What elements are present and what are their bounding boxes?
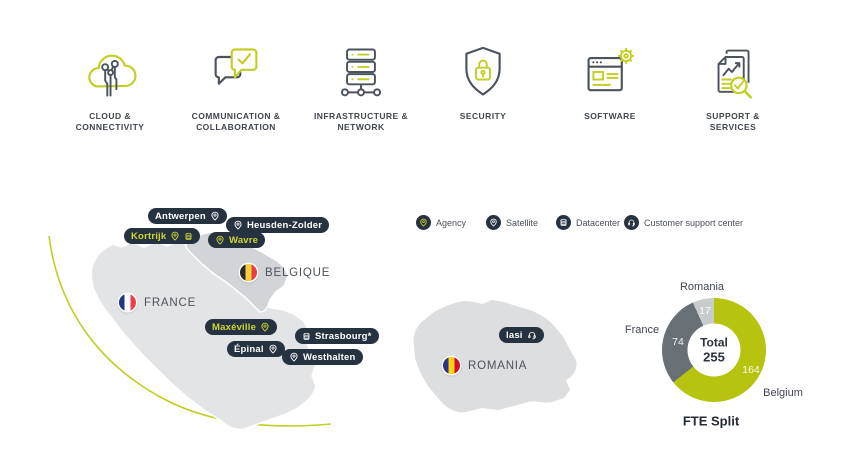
location-pill-wavre: Wavre <box>208 232 266 248</box>
pin-icon <box>290 352 298 362</box>
location-pill-epinal: Épinal <box>227 341 285 357</box>
location-name: Heusden-Zolder <box>247 219 323 231</box>
service-label: SUPPORT & SERVICES <box>706 111 760 132</box>
slice-value-france: 74 <box>672 336 684 348</box>
pin-icon <box>171 231 179 241</box>
slice-value-romania: 17 <box>699 305 711 317</box>
legend-item-customer-support: Customer support center <box>624 215 743 230</box>
slice-value-belgium: 164 <box>742 364 760 376</box>
service-label: COMMUNICATION & COLLABORATION <box>191 111 281 132</box>
country-tag-france: FRANCE <box>119 294 196 311</box>
country-name: FRANCE <box>144 296 197 309</box>
legend-label: Satellite <box>506 217 539 228</box>
legend-label: Datacenter <box>576 217 621 228</box>
donut-center-label: Total <box>700 335 728 350</box>
datacenter-database-icon <box>556 215 571 230</box>
infrastructure-icon <box>340 48 382 97</box>
pin-icon <box>261 322 269 332</box>
donut-label-romania: Romania <box>679 281 725 293</box>
pin-icon <box>234 220 242 230</box>
satellite-pin-icon <box>486 215 501 230</box>
legend-item-datacenter: Datacenter <box>556 215 620 230</box>
security-shield-icon <box>465 46 501 96</box>
romania-flag-icon <box>443 357 460 374</box>
location-name: Épinal <box>234 343 264 355</box>
service-label: SOFTWARE <box>584 111 636 121</box>
location-pill-maxeville: Maxéville <box>205 319 278 335</box>
legend-item-agency: Agency <box>416 215 466 230</box>
location-name: Maxéville <box>212 321 257 333</box>
service-label: INFRASTRUCTURE & NETWORK <box>313 111 409 132</box>
france-flag-icon <box>119 294 136 311</box>
location-pill-westhalten: Westhalten <box>282 349 363 365</box>
belgium-map-shape <box>185 231 289 313</box>
service-communication-collaboration: COMMUNICATION & COLLABORATION <box>170 42 302 133</box>
donut-center-total: 255 <box>703 349 725 365</box>
country-name: ROMANIA <box>468 359 528 372</box>
location-name: Westhalten <box>303 351 356 363</box>
country-name: BELGIQUE <box>265 266 331 279</box>
legend-label: Agency <box>436 217 467 228</box>
location-name: Wavre <box>229 234 259 246</box>
location-name: Antwerpen <box>155 210 206 222</box>
service-support-services: SUPPORT & SERVICES <box>667 42 799 133</box>
location-pill-heusden-zolder: Heusden-Zolder <box>226 217 330 233</box>
pin-icon <box>211 211 219 221</box>
legend-item-satellite: Satellite <box>486 215 538 230</box>
location-name: Kortrijk <box>131 230 167 242</box>
legend-label: Customer support center <box>644 217 744 228</box>
country-tag-belgique: BELGIQUE <box>240 264 330 281</box>
headset-icon <box>624 215 639 230</box>
agency-pin-icon <box>416 215 431 230</box>
donut-label-france: France <box>624 324 660 336</box>
location-pill-strasbourg: Strasbourg* <box>295 328 379 344</box>
location-pill-iasi: Iasi <box>499 327 544 343</box>
pin-icon <box>216 235 224 245</box>
cloud-connectivity-icon <box>88 54 137 97</box>
database-icon <box>185 232 192 240</box>
service-security: SECURITY <box>417 42 549 122</box>
fte-donut-chart: 17 74 164 Total 255 <box>662 298 766 402</box>
country-tag-romania: ROMANIA <box>443 357 527 374</box>
donut-label-belgium: Belgium <box>763 387 803 399</box>
belgium-flag-icon <box>240 264 257 281</box>
service-cloud-connectivity: CLOUD & CONNECTIVITY <box>44 42 176 133</box>
headset-icon <box>527 331 536 340</box>
chart-title: FTE Split <box>682 413 740 429</box>
service-software: SOFTWARE <box>544 42 676 122</box>
database-icon <box>303 332 310 340</box>
location-name: Strasbourg* <box>315 330 372 342</box>
decorative-arc <box>48 235 332 427</box>
support-services-icon <box>717 49 752 99</box>
location-pill-kortrijk: Kortrijk <box>124 228 201 244</box>
communication-icon <box>214 48 258 85</box>
location-name: Iasi <box>506 329 523 341</box>
pin-icon <box>269 344 277 354</box>
software-icon <box>587 48 634 92</box>
service-label: SECURITY <box>459 111 507 121</box>
location-pill-antwerpen: Antwerpen <box>148 208 227 224</box>
donut-center: Total 255 <box>687 323 741 377</box>
service-label: CLOUD & CONNECTIVITY <box>75 111 145 132</box>
service-infrastructure-network: INFRASTRUCTURE & NETWORK <box>295 42 427 133</box>
